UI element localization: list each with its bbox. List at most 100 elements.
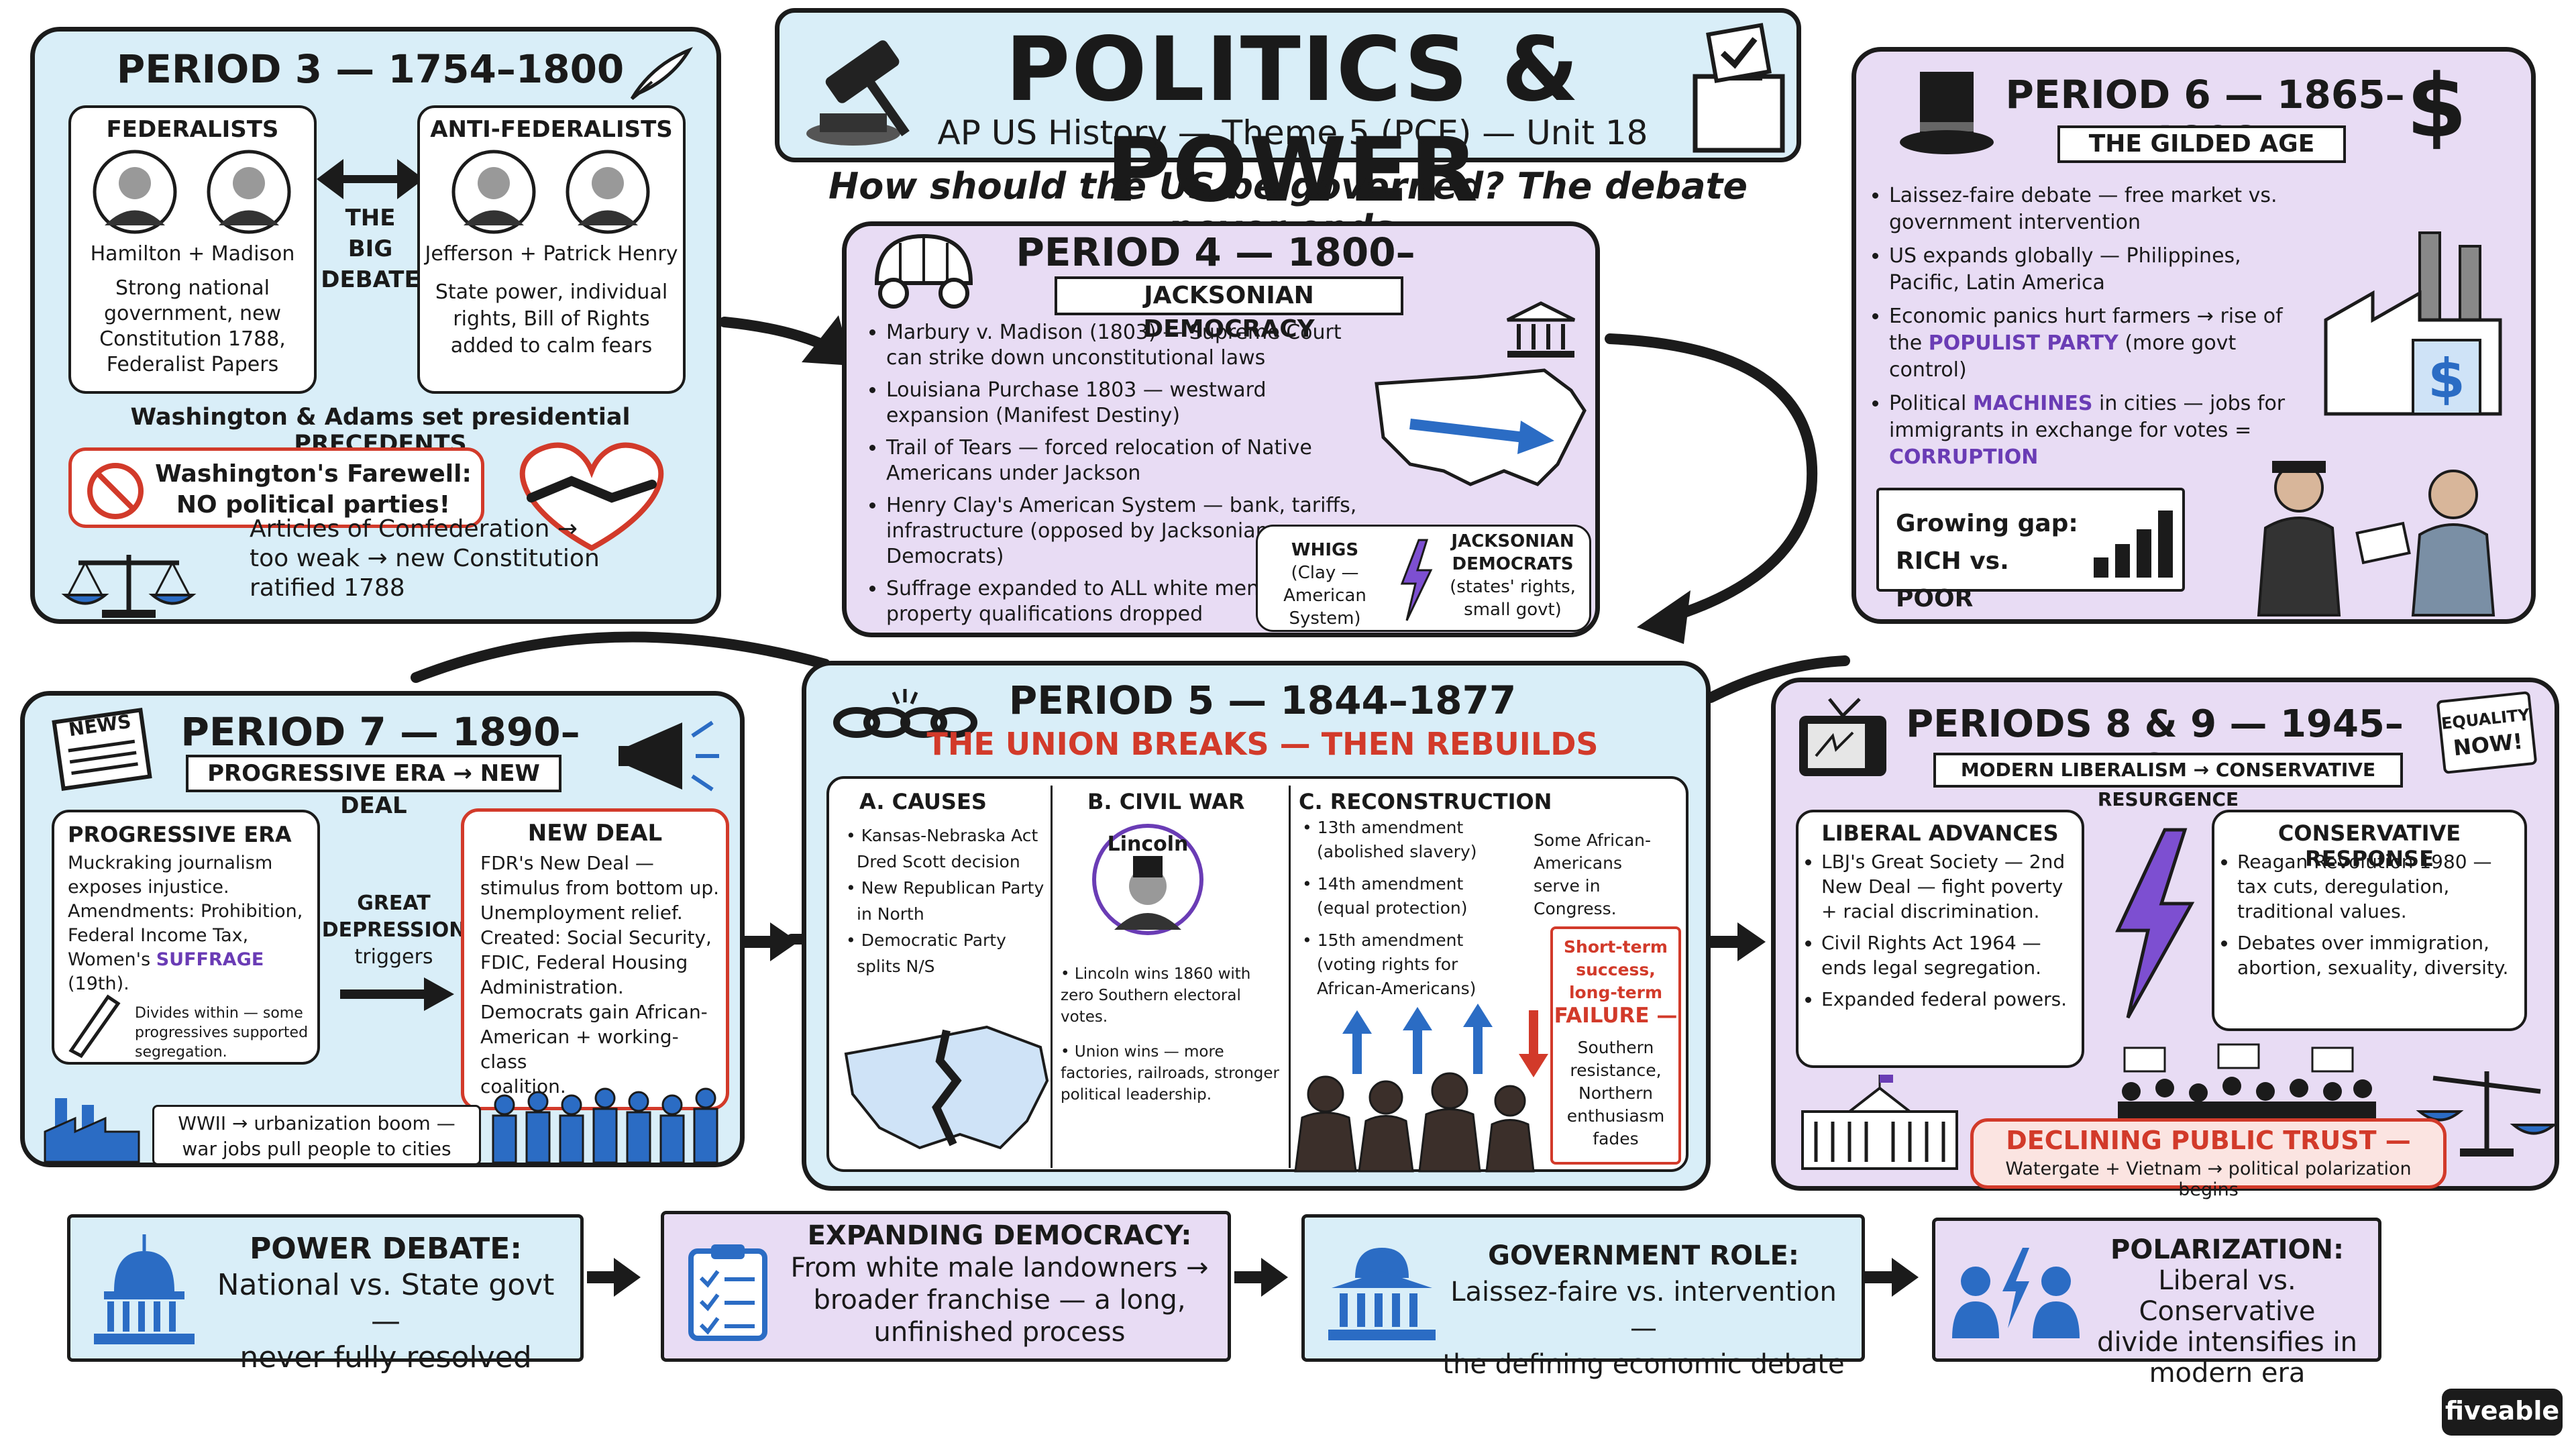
anti-federalists-names: Jefferson + Patrick Henry [425, 242, 678, 266]
conservative-item: Reagan Revolution 1980 — tax cuts, dereg… [2237, 849, 2516, 924]
federalists-names: Hamilton + Madison [90, 242, 295, 266]
period-5-panel: PERIOD 5 — 1844–1877 THE UNION BREAKS — … [802, 661, 1711, 1191]
workers-crowd-icon [492, 1087, 718, 1164]
quill-icon [630, 46, 693, 100]
depression-arrow-icon [340, 977, 454, 1011]
theme-expanding-democracy: EXPANDING DEMOCRACY:From white male land… [661, 1211, 1231, 1362]
liberal-item: LBJ's Great Society — 2nd New Deal — fig… [1821, 849, 2074, 924]
conservative-item: Debates over immigration, abortion, sexu… [2237, 930, 2516, 980]
civil-war-text: • Lincoln wins 1860 with zero Southern e… [1061, 965, 1279, 1104]
dollar-sign-icon: $ [2406, 55, 2467, 157]
handshake-heart-icon [519, 442, 664, 551]
declining-trust-title: DECLINING PUBLIC TRUST — [2006, 1126, 2411, 1155]
page-subtitle: AP US History — Theme 5 (PCE) — Unit 18 [937, 113, 1648, 152]
theme-power-text: POWER DEBATE:National vs. State govt —ne… [217, 1232, 555, 1375]
liberal-advances-title: LIBERAL ADVANCES [1821, 820, 2059, 846]
period-5-title: PERIOD 5 — 1844–1877 [1008, 678, 1517, 723]
ballot-box-icon [1693, 23, 1785, 153]
period-6-bullets: Laissez-faire debate — free market vs. g… [1866, 182, 2309, 478]
period-8-9-banner: MODERN LIBERALISM → CONSERVATIVE RESURGE… [1913, 753, 2423, 810]
fiveable-logo[interactable]: fiveable [2442, 1389, 2563, 1436]
new-deal-box: NEW DEAL FDR's New Deal —stimulus from b… [461, 808, 729, 1110]
period-5-subtitle: THE UNION BREAKS — THEN REBUILDS [926, 726, 1599, 762]
gap-bar [2094, 557, 2108, 578]
reconstruction-title: C. RECONSTRUCTION [1299, 789, 1552, 814]
protest-crowd-icon [2118, 1043, 2376, 1125]
pen-icon [68, 994, 121, 1059]
p4-bullet: Suffrage expanded to ALL white men — pro… [886, 576, 1373, 627]
period-6-panel: PERIOD 6 — 1865–1898 $ THE GILDED AGE La… [1851, 47, 2536, 624]
conservative-response-title: CONSERVATIVE RESPONSE [2277, 820, 2461, 871]
col-divider [1051, 786, 1053, 1168]
covered-wagon-icon [874, 233, 973, 309]
bribery-people-icon [2257, 461, 2496, 616]
white-house-icon [1801, 1075, 1958, 1170]
wealth-gap-box: Growing gap:RICH vs. POOR [1876, 488, 2185, 612]
p6-bullet: Economic panics hurt farmers → rise of t… [1889, 303, 2309, 384]
period-3-panel: PERIOD 3 — 1754–1800 FEDERALISTS Hamilto… [30, 27, 721, 624]
col-divider [1289, 786, 1291, 1168]
hamilton-portrait-icon [93, 150, 177, 234]
period-7-banner: PROGRESSIVE ERA → NEW DEAL [166, 755, 582, 819]
lightning-icon [1400, 539, 1433, 621]
new-deal-title: NEW DEAL [527, 820, 663, 847]
double-arrow-icon [317, 159, 424, 199]
conservative-response-list: Reagan Revolution 1980 — tax cuts, dereg… [2214, 849, 2516, 987]
reconstruction-people-icon [1294, 1072, 1535, 1173]
header-panel: POLITICS & POWER AP US History — Theme 5… [775, 8, 1801, 221]
svg-text:$: $ [2428, 347, 2465, 410]
no-parties-icon [87, 463, 144, 519]
lightning-bolt-icon [2115, 828, 2195, 1019]
anti-federalists-title: ANTI-FEDERALISTS [430, 116, 673, 143]
period-6-banner: THE GILDED AGE [2037, 125, 2366, 172]
gap-bar [2158, 511, 2173, 578]
wealth-gap-text: Growing gap:RICH vs. POOR [1896, 510, 2078, 612]
period-3-title: PERIOD 3 — 1754–1800 [116, 46, 625, 92]
liberal-item: Expanded federal powers. [1821, 987, 2074, 1012]
liberal-item: Civil Rights Act 1964 — ends legal segre… [1821, 930, 2074, 980]
theme-democracy-text: EXPANDING DEMOCRACY:From white male land… [790, 1220, 1209, 1348]
jefferson-portrait-icon [451, 150, 536, 234]
causes-title: A. CAUSES [859, 789, 987, 814]
declining-trust-sub: Watergate + Vietnam → political polariza… [2005, 1159, 2412, 1200]
lincoln-portrait-icon [1092, 824, 1203, 935]
period-8-9-panel: PERIODS 8 & 9 — 1945–PRESENT EQUALITYNOW… [1771, 678, 2559, 1200]
progressive-era-title: PROGRESSIVE ERA [68, 822, 292, 847]
capitol-icon [94, 1234, 195, 1344]
megaphone-icon [619, 720, 719, 792]
scales-tipped-icon [2416, 1071, 2558, 1157]
period-7-panel: NEWS PERIOD 7 — 1890–1945 PROGRESSIVE ER… [20, 691, 745, 1167]
newspaper-icon [52, 708, 152, 791]
articles-text: Articles of Confederation →too weak → ne… [250, 515, 600, 602]
p4-bullet: Marbury v. Madison (1803) — Supreme Cour… [886, 320, 1373, 371]
liberal-advances-box: LIBERAL ADVANCES LBJ's Great Society — 2… [1796, 810, 2084, 1068]
p6-bullet: Political MACHINES in cities — jobs for … [1889, 390, 2309, 471]
tv-icon [1799, 698, 1886, 776]
new-deal-text: FDR's New Deal —stimulus from bottom up.… [480, 852, 720, 1097]
divided-map-icon [844, 1025, 1049, 1150]
scales-icon [61, 555, 197, 618]
whigs-text: WHIGS(Clay —American System) [1283, 540, 1366, 629]
p4-bullet: Henry Clay's American System — bank, tar… [886, 493, 1373, 570]
gap-bar [2137, 529, 2151, 578]
lincoln-label: Lincoln [1107, 833, 1189, 856]
factory-icon [44, 1098, 140, 1163]
wealth-gap-bars [2094, 511, 2174, 578]
p6-bullet: US expands globally — Philippines, Pacif… [1889, 243, 2309, 297]
government-building-icon [1328, 1248, 1436, 1340]
federalists-title: FEDERALISTS [106, 116, 279, 143]
federalists-box: FEDERALISTS Hamilton + Madison Strong na… [68, 105, 317, 394]
